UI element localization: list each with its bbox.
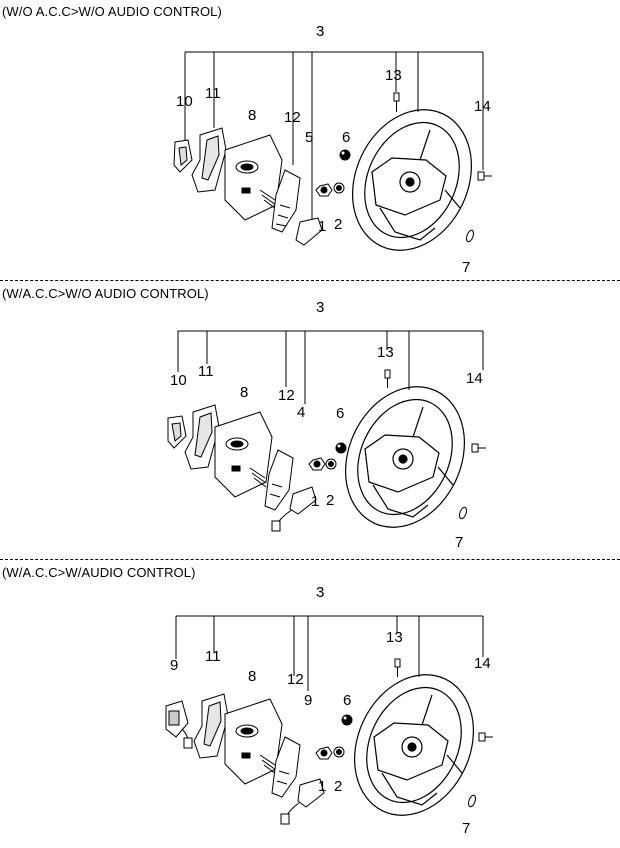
callout-number: 12 (287, 671, 304, 688)
section-3-drawing (165, 615, 493, 825)
callout-number: 7 (462, 259, 471, 276)
callout-number: 11 (198, 363, 214, 380)
callout-number: 13 (386, 629, 403, 646)
callout-number: 14 (474, 98, 491, 115)
section-2-drawing (167, 330, 486, 532)
section-1-drawing (173, 51, 492, 251)
callout-number: 14 (466, 370, 483, 387)
callout-number: 3 (316, 299, 325, 316)
airbag-module-icon (214, 411, 273, 498)
callout-number: 13 (377, 344, 394, 361)
side-cover-icon (191, 127, 227, 193)
callout-number: 8 (240, 384, 249, 401)
callout-number: 2 (334, 778, 343, 795)
steering-wheel-icon (345, 386, 465, 528)
bolt-icon (393, 92, 400, 112)
nut-icon (308, 442, 347, 471)
nut-icon (315, 149, 351, 197)
bolt-icon (384, 369, 391, 388)
callout-number: 1 (318, 778, 327, 795)
switch-icon (165, 700, 193, 749)
callout-number: 6 (342, 129, 351, 146)
callout-number: 8 (248, 668, 257, 685)
airbag-module-icon (224, 698, 283, 785)
screw-icon (477, 171, 492, 181)
callout-number: 9 (170, 657, 179, 674)
screw-icon (478, 732, 493, 742)
airbag-module-icon (224, 134, 283, 221)
switch-icon (280, 778, 325, 825)
lower-cover-icon (271, 169, 301, 233)
callout-number: 13 (385, 67, 402, 84)
section-divider (0, 559, 620, 560)
section-title: (W/A.C.C>W/O AUDIO CONTROL) (2, 286, 209, 301)
diagram-section-2: (W/A.C.C>W/O AUDIO CONTROL) 3 10 11 8 12… (0, 282, 620, 558)
callout-number: 10 (170, 372, 187, 389)
callout-number: 6 (336, 405, 345, 422)
switch-icon (271, 486, 317, 532)
clip-icon (459, 506, 467, 520)
side-cover-icon (184, 404, 220, 470)
callout-number: 12 (284, 109, 301, 126)
callout-number: 1 (311, 493, 320, 510)
callout-number: 8 (248, 107, 257, 124)
callout-number: 14 (474, 655, 491, 672)
horn-cover-icon (167, 415, 187, 449)
callout-number: 5 (305, 129, 314, 146)
cover-icon (295, 217, 323, 246)
lower-cover-icon (264, 449, 294, 511)
callout-number: 1 (318, 218, 327, 235)
callout-number: 3 (316, 584, 325, 601)
section-title: (W/A.C.C>W/AUDIO CONTROL) (2, 565, 196, 580)
diagram-section-1: (W/O A.C.C>W/O AUDIO CONTROL) 3 10 11 8 … (0, 0, 620, 280)
callout-number: 3 (316, 23, 325, 40)
steering-wheel-icon (352, 109, 472, 251)
diagram-section-3: (W/A.C.C>W/AUDIO CONTROL) 3 9 11 8 12 9 … (0, 561, 620, 848)
callout-number: 11 (205, 648, 221, 665)
screw-icon (471, 443, 486, 453)
callout-number: 11 (205, 85, 221, 102)
callout-number: 6 (343, 692, 352, 709)
section-title: (W/O A.C.C>W/O AUDIO CONTROL) (2, 4, 222, 19)
callout-number: 10 (176, 93, 193, 110)
clip-icon (466, 229, 474, 243)
horn-cover-icon (173, 139, 193, 173)
callout-number: 4 (297, 404, 306, 421)
side-cover-icon (193, 693, 229, 759)
callout-number: 7 (455, 534, 464, 551)
callout-number: 12 (278, 387, 295, 404)
lower-cover-icon (271, 736, 301, 798)
bolt-icon (394, 658, 401, 677)
callout-number: 2 (334, 216, 343, 233)
nut-icon (315, 714, 353, 760)
callout-number: 2 (326, 492, 335, 509)
section-divider (0, 280, 620, 281)
callout-number: 7 (462, 820, 471, 837)
clip-icon (468, 794, 476, 808)
steering-wheel-icon (354, 674, 474, 816)
callout-number: 9 (304, 692, 313, 709)
